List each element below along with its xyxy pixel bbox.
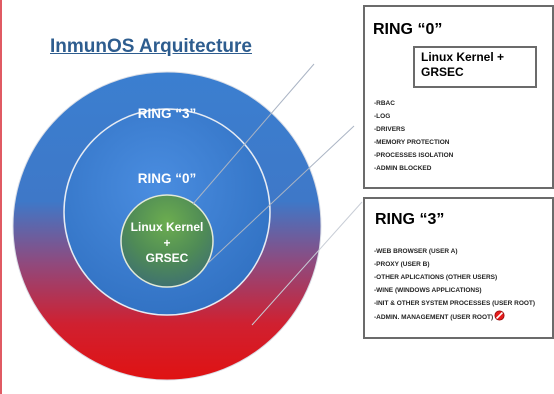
list-item: -MEMORY PROTECTION <box>374 139 450 146</box>
kernel-box-line2: GRSEC <box>421 65 464 79</box>
outer-ring-label: RING “3” <box>138 106 197 121</box>
connector-ring0 <box>207 125 355 264</box>
list-item: -WEB BROWSER (USER A) <box>374 248 458 255</box>
connector-ring3 <box>251 201 363 326</box>
ring-0-box-heading: RING “0” <box>373 21 443 38</box>
list-item: -ADMIN. MANAGEMENT (USER ROOT) <box>374 310 535 324</box>
connector-kernel <box>192 63 315 205</box>
admin-management-text: -ADMIN. MANAGEMENT (USER ROOT) <box>374 314 494 321</box>
left-accent-bar <box>0 0 2 394</box>
core-label-line3: GRSEC <box>146 251 189 265</box>
list-item: -OTHER APLICATIONS (OTHER USERS) <box>374 274 498 281</box>
ring-0-info-box: RING “0” Linux Kernel + GRSEC -RBAC -LOG… <box>363 5 554 189</box>
no-entry-icon <box>494 310 505 321</box>
list-item: -INIT & OTHER SYSTEM PROCESSES (USER ROO… <box>374 300 536 307</box>
core-label-line2: + <box>163 236 170 250</box>
middle-ring-label: RING “0” <box>138 171 197 186</box>
ring-0-item-list: -RBAC -LOG -DRIVERS -MEMORY PROTECTION -… <box>374 97 453 175</box>
ring-3-box-heading: RING “3” <box>375 211 445 228</box>
list-item: -LOG <box>374 113 391 120</box>
list-item: -WINE (WINDOWS APPLICATIONS) <box>374 287 482 294</box>
core-label-line1: Linux Kernel <box>131 220 204 234</box>
kernel-grsec-box: Linux Kernel + GRSEC <box>413 46 537 88</box>
list-item: -ADMIN BLOCKED <box>374 165 432 172</box>
kernel-box-line1: Linux Kernel + <box>421 50 505 64</box>
list-item: -PROCESSES ISOLATION <box>374 152 454 159</box>
ring-3-item-list: -WEB BROWSER (USER A) -PROXY (USER B) -O… <box>374 245 535 324</box>
list-item: -RBAC <box>374 100 395 107</box>
ring-3-info-box: RING “3” -WEB BROWSER (USER A) -PROXY (U… <box>363 197 554 339</box>
kernel-core-circle <box>120 194 214 288</box>
list-item: -PROXY (USER B) <box>374 261 430 268</box>
page-title: InmunOS Arquitecture <box>50 36 252 57</box>
list-item: -DRIVERS <box>374 126 406 133</box>
